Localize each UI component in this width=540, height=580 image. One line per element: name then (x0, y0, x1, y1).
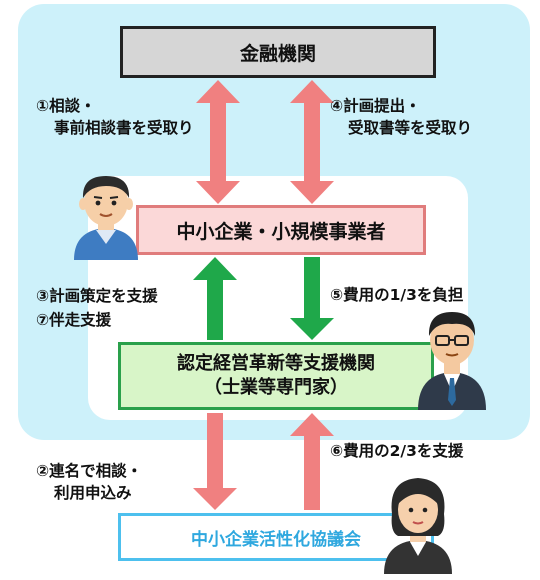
support-org-sublabel: （士業等専門家） (204, 377, 348, 398)
step1-line2: 事前相談書を受取り (54, 119, 194, 137)
step1-label: ①相談・ 事前相談書を受取り (36, 95, 194, 139)
bank-box: 金融機関 (120, 26, 436, 78)
step5-line: ⑤費用の1/3を負担 (330, 286, 464, 304)
arrow-cost-share (290, 257, 334, 340)
step3-line: ③計画策定を支援 (36, 287, 158, 305)
arrow-consult-bank (196, 80, 240, 204)
bank-label: 金融機関 (239, 42, 316, 65)
council-staff-icon (384, 478, 452, 574)
step3-7-label: ③計画策定を支援 ⑦伴走支援 (36, 284, 158, 332)
step1-line1: ①相談・ (36, 97, 96, 115)
step6-line: ⑥費用の2/3を支援 (330, 442, 464, 460)
step2-line1: ②連名で相談・ (36, 462, 143, 480)
council-box: 中小企業活性化協議会 (118, 513, 434, 561)
business-box: 中小企業・小規模事業者 (136, 205, 426, 255)
arrow-plan-submit (290, 80, 334, 204)
step6-label: ⑥費用の2/3を支援 (330, 440, 463, 462)
business-label: 中小企業・小規模事業者 (176, 220, 386, 243)
support-org-label: 認定経営革新等支援機関 (177, 352, 375, 374)
arrow-cost-support (290, 413, 334, 510)
step4-line1: ④計画提出・ (330, 97, 421, 115)
business-owner-icon (74, 176, 138, 260)
step7-line: ⑦伴走支援 (36, 311, 112, 329)
arrow-plan-support (193, 257, 237, 340)
step2-line2: 利用申込み (54, 484, 132, 502)
consultant-icon (418, 312, 486, 410)
step5-label: ⑤費用の1/3を負担 (330, 284, 463, 306)
step2-label: ②連名で相談・ 利用申込み (36, 460, 142, 504)
step4-label: ④計画提出・ 受取書等を受取り (330, 95, 472, 139)
council-label: 中小企業活性化協議会 (191, 529, 361, 550)
arrow-joint-application (193, 413, 237, 510)
support-org-box: 認定経営革新等支援機関 （士業等専門家） (118, 342, 434, 410)
step4-line2: 受取書等を受取り (348, 119, 473, 137)
